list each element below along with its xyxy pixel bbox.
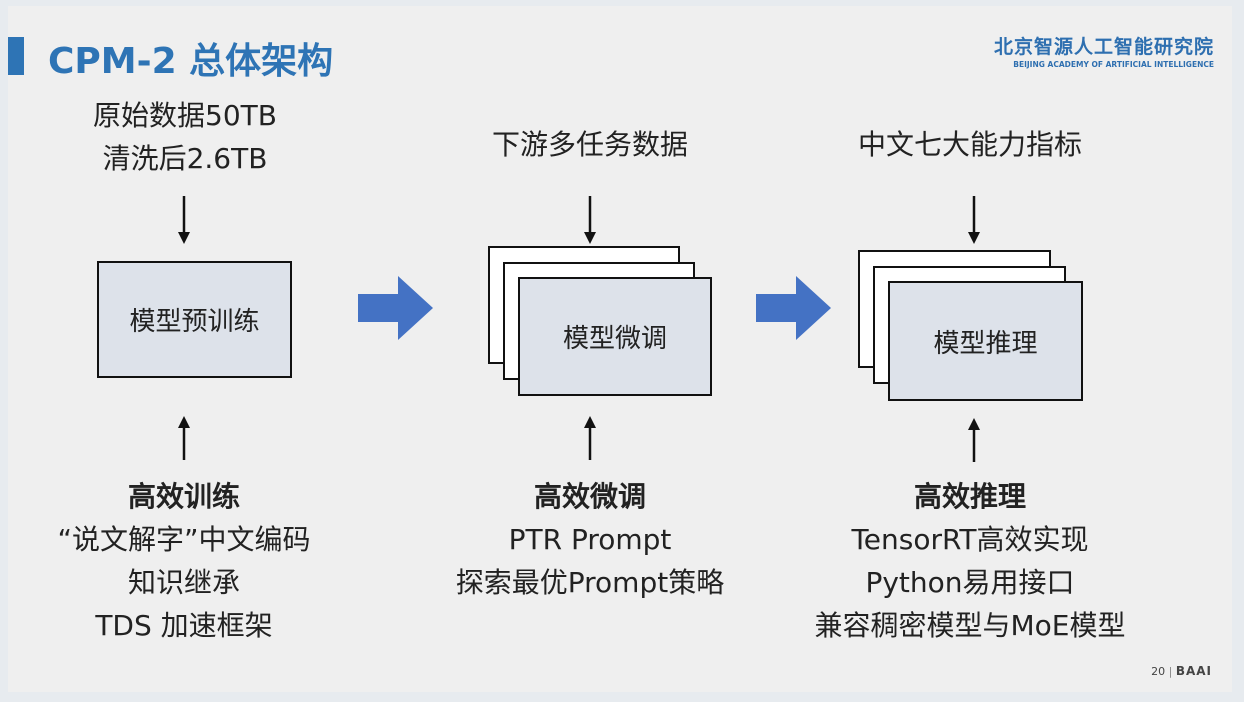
col1-bottom-text: 高效训练 “说文解字”中文编码 知识继承 TDS 加速框架 xyxy=(34,475,334,647)
col2-bottom-text: 高效微调 PTR Prompt 探索最优Prompt策略 xyxy=(430,475,750,604)
col3-top-line: 中文七大能力指标 xyxy=(857,128,1082,161)
footer-brand: BAAI xyxy=(1175,664,1212,678)
col3-bottom-line: Python易用接口 xyxy=(865,566,1075,599)
flow-arrow-2 xyxy=(756,276,831,340)
col1-top-text: 原始数据50TB 清洗后2.6TB xyxy=(85,94,285,180)
box-pretraining: 模型预训练 xyxy=(97,261,292,378)
page-title: CPM-2 总体架构 xyxy=(48,41,334,82)
col2-top-line: 下游多任务数据 xyxy=(491,128,688,161)
col3-bottom-title: 高效推理 xyxy=(913,480,1026,513)
title-accent-bar xyxy=(8,37,24,75)
col3-top-text: 中文七大能力指标 xyxy=(820,123,1120,166)
logo-chinese-text: 北京智源人工智能研究院 xyxy=(993,36,1214,58)
page-footer: 20 | BAAI xyxy=(1151,664,1212,678)
logo-english-text: BEIJING ACADEMY OF ARTIFICIAL INTELLIGEN… xyxy=(1013,60,1214,69)
flow-arrow-1 xyxy=(358,276,433,340)
col2-down-arrow xyxy=(584,196,596,244)
box-finetuning-label: 模型微调 xyxy=(562,324,667,354)
col3-up-arrow xyxy=(968,418,980,462)
col1-up-arrow xyxy=(178,416,190,460)
col1-top-line: 清洗后2.6TB xyxy=(102,142,268,175)
col3-bottom-line: 兼容稠密模型与MoE模型 xyxy=(814,609,1126,642)
slide: CPM-2 总体架构 北京智源人工智能研究院 BEIJING ACADEMY O… xyxy=(8,6,1232,692)
box-pretraining-label: 模型预训练 xyxy=(129,307,260,337)
col1-top-line: 原始数据50TB xyxy=(93,99,277,132)
col2-top-text: 下游多任务数据 xyxy=(440,123,740,166)
col3-bottom-text: 高效推理 TensorRT高效实现 Python易用接口 兼容稠密模型与MoE模… xyxy=(790,475,1150,647)
col2-bottom-title: 高效微调 xyxy=(533,480,646,513)
col2-bottom-line: PTR Prompt xyxy=(508,523,672,556)
col1-down-arrow xyxy=(178,196,190,244)
box-inference: 模型推理 xyxy=(888,281,1083,401)
col3-bottom-line: TensorRT高效实现 xyxy=(851,523,1089,556)
col3-down-arrow xyxy=(968,196,980,244)
baai-logo: 北京智源人工智能研究院 BEIJING ACADEMY OF ARTIFICIA… xyxy=(994,32,1214,69)
col1-bottom-line: “说文解字”中文编码 xyxy=(57,523,311,556)
box-inference-label: 模型推理 xyxy=(933,328,1038,359)
col1-bottom-title: 高效训练 xyxy=(127,480,240,513)
col2-bottom-line: 探索最优Prompt策略 xyxy=(455,566,725,599)
col2-up-arrow xyxy=(584,416,596,460)
page-number: 20 xyxy=(1151,665,1166,678)
col1-bottom-line: TDS 加速框架 xyxy=(95,609,273,642)
col1-bottom-line: 知识继承 xyxy=(127,566,240,599)
box-finetuning: 模型微调 xyxy=(518,277,712,396)
